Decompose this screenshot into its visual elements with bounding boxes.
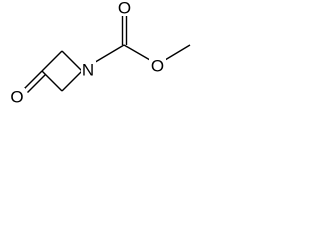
methyl-bond [164, 44, 191, 61]
ketone-oxygen-label-background [9, 88, 25, 106]
ring-bond-n-ch2-top [61, 50, 83, 72]
ketone-double-bond-outer [23, 70, 43, 90]
n-carbamate-bond [91, 44, 125, 65]
ester-oxygen-bond [123, 44, 151, 61]
ketone-oxygen-atom-label: O [10, 88, 23, 107]
ketone-double-bond-inner [27, 74, 46, 93]
azetidine-structure-diagram: N O O O [9, 0, 191, 107]
ring-bond-c3-ch2-bottom [41, 70, 63, 92]
nitrogen-atom-label: N [82, 61, 94, 80]
ring-bond-ch2-bottom-n [61, 70, 83, 92]
carbonyl-oxygen-label-background [116, 0, 133, 16]
ester-oxygen-atom-label: O [151, 57, 164, 76]
nitrogen-label-background [81, 61, 96, 79]
carbonyl-oxygen-atom-label: O [118, 0, 131, 18]
ester-oxygen-label-background [149, 57, 166, 75]
ring-bond-ch2-top-c3 [41, 50, 63, 72]
